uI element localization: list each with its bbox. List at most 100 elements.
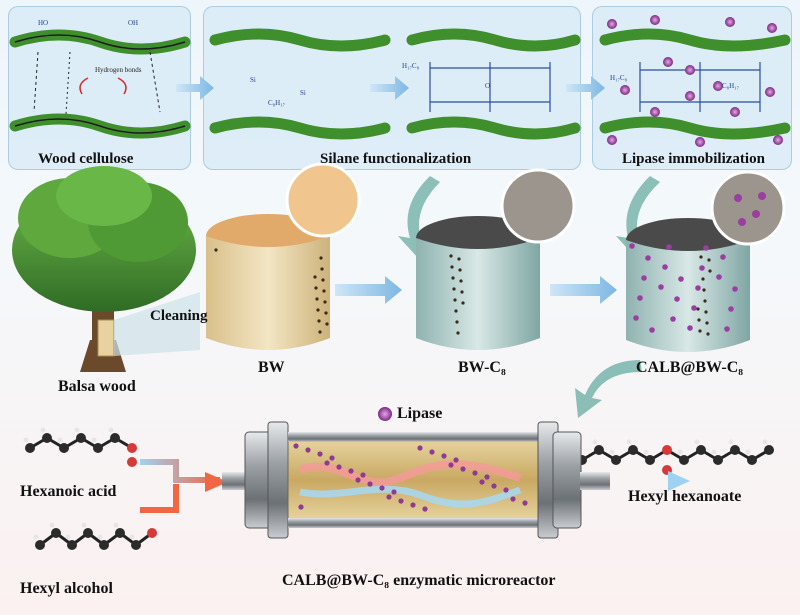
atom [42,433,52,443]
lipase-particle [522,500,528,506]
atom [127,443,137,453]
lipase-particle [641,275,647,281]
arrow-silane-step [370,76,409,100]
label-lipase-immobilization: Lipase immobilization [622,151,765,167]
lipase-particle [730,107,740,117]
lipase-particle [453,457,459,463]
label-cleaning: Cleaning [150,308,208,324]
atom [59,443,69,453]
hydrogen-atom [643,449,649,455]
lipase-particle [386,494,392,500]
arrow-silane-to-lipase [566,76,605,100]
hexanoic-acid-molecule [23,427,137,467]
hexyl-hexanoate-molecule [575,439,774,475]
hydrogen-atom [626,439,632,445]
lipase-particle [773,135,783,145]
wood-pore [317,319,321,323]
wood-pore [318,330,322,334]
chem-h17c8-2: H₁₇C₈ [610,74,628,82]
wood-pore [315,297,319,301]
label-lipase-legend: Lipase [397,405,443,422]
lipase-particle [379,485,385,491]
wood-pore [459,279,463,283]
label-hexyl-alcohol: Hexyl alcohol [20,580,113,597]
arrow-cellulose-to-silane [176,76,214,100]
chem-labels: HO OH Si Si C₈H₁₇ H₁₇C₈ O H₁₇C₈ C₈H₁₇ [38,19,740,107]
lipase-particle [649,327,655,333]
lipase-particles-reactor [293,443,528,512]
lipase-particle [324,460,330,466]
lipase-particle [441,453,447,459]
cellulose-chains-lipase [599,28,791,140]
wood-pore [707,258,711,262]
atom [25,443,35,453]
label-microreactor: CALB@BW-C₈ enzymatic microreactor [282,572,556,589]
hydrogen-atom [91,437,97,443]
wood-pore [322,289,326,293]
wood-pore [696,307,700,311]
lipase-particle [422,506,428,512]
wood-pore [321,278,325,282]
atom [645,455,655,465]
lipase-particle [293,443,299,449]
label-wood-cellulose: Wood cellulose [38,151,134,167]
lipase-particle [317,451,323,457]
hydrogen-atom [33,534,39,540]
hydrogen-atom [97,534,103,540]
label-bw: BW [258,359,285,376]
lipase-particle [691,305,697,311]
lipase-particle [663,57,673,67]
wood-pore [701,277,705,281]
atom [662,445,672,455]
wood-pore [451,276,455,280]
atom [115,528,125,538]
hydrogen-atom [65,534,71,540]
cellulose-chains-left [9,29,191,139]
wood-pore [706,332,710,336]
lipase-particle [329,455,335,461]
lipase-particle [460,466,466,472]
wood-pore [323,300,327,304]
atom [679,455,689,465]
lipase-legend-dot [378,407,392,421]
hydrogen-atom [57,437,63,443]
lipase-particle [758,192,766,200]
lipase-particles-block [629,192,766,333]
atom [76,433,86,443]
wood-pore [313,275,317,279]
wood-pore [460,290,464,294]
lipase-particle [607,135,617,145]
lipase-particle [448,462,454,468]
lipase-particle [429,449,435,455]
chem-oh-1: OH [128,19,138,27]
lipase-particle [716,274,722,280]
balsa-tree [12,166,200,372]
block-calb [626,170,786,352]
lipase-particle [670,316,676,322]
atom [594,445,604,455]
oxygen-atom [127,457,137,467]
wood-pore [708,269,712,273]
lipase-particle [666,244,672,250]
lipase-particle [472,470,478,476]
label-hexanoic-acid: Hexanoic acid [20,483,117,500]
atom [110,433,120,443]
wood-pore [319,256,323,260]
chem-c8h17-1: C₈H₁₇ [268,99,286,107]
atom [628,445,638,455]
chem-h17c8-1: H₁₇C₈ [402,62,420,70]
lipase-particle [767,23,777,33]
hydrogen-atom [745,449,751,455]
atom [93,443,103,453]
lipase-particle [685,91,695,101]
arrow-bw-to-bwc8 [335,276,402,304]
lipase-particle [699,265,705,271]
wood-pore [697,318,701,322]
lipase-particle [348,468,354,474]
lipase-particle [720,254,726,260]
wood-pore [316,308,320,312]
lipase-particle [484,474,490,480]
lipase-particle [633,315,639,321]
atom [67,540,77,550]
